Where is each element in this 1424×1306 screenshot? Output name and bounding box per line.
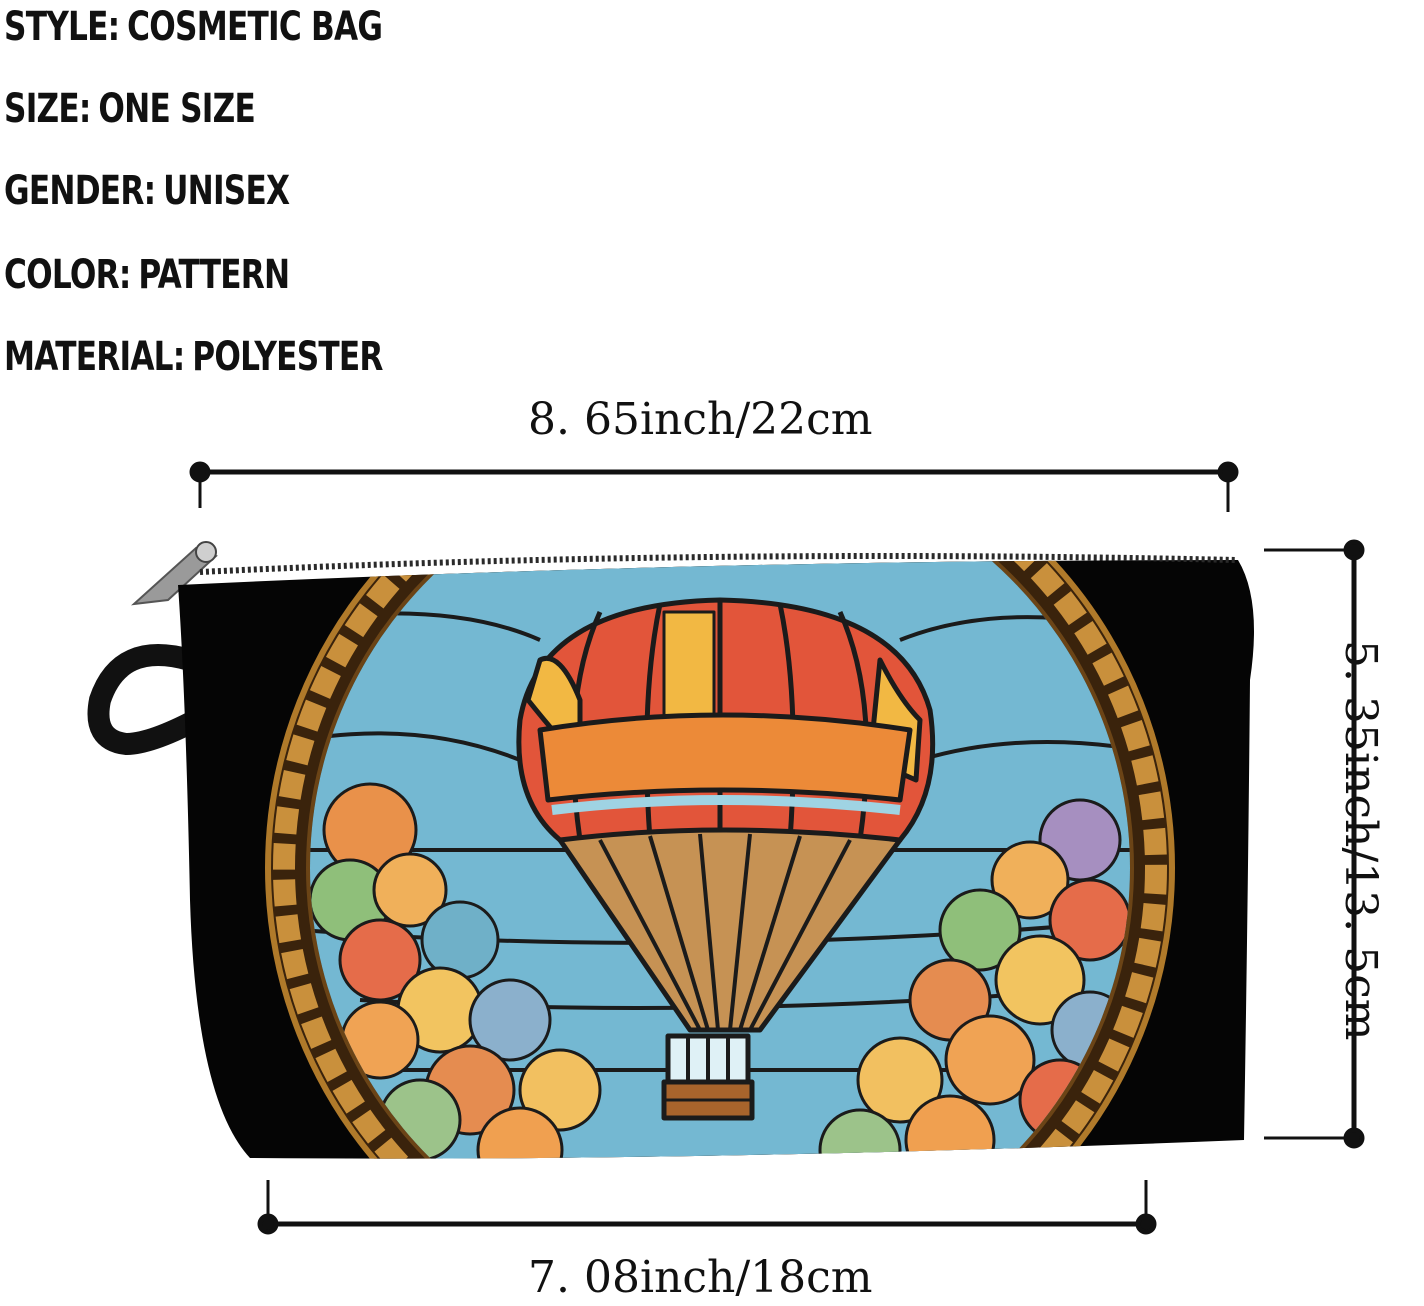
zipper-pull [131, 541, 218, 606]
spec-color: COLOR:PATTERN [4, 250, 290, 306]
spec-color-value: PATTERN [138, 252, 290, 298]
top-measure-line [189, 461, 1239, 512]
spec-material-value: POLYESTER [192, 334, 383, 380]
spec-style: STYLE:COSMETIC BAG [4, 2, 383, 58]
spec-style-label: STYLE: [4, 4, 120, 50]
spec-gender-label: GENDER: [4, 168, 156, 214]
wrist-strap [87, 644, 207, 756]
top-width-label: 8. 65inch/22cm [528, 394, 873, 445]
bottom-width-label: 7. 08inch/18cm [528, 1252, 873, 1303]
spec-style-value: COSMETIC BAG [127, 4, 383, 50]
bottom-measure-line [257, 1180, 1157, 1235]
side-measure-line [1264, 539, 1365, 1149]
hot-air-balloon [516, 597, 936, 1121]
spec-size: SIZE:ONE SIZE [4, 84, 256, 140]
spec-material-label: MATERIAL: [4, 334, 185, 380]
spec-gender-value: UNISEX [163, 168, 290, 214]
spec-gender: GENDER:UNISEX [4, 166, 290, 222]
spec-size-label: SIZE: [4, 86, 91, 132]
spec-size-value: ONE SIZE [98, 86, 255, 132]
spec-material: MATERIAL:POLYESTER [4, 332, 383, 388]
spec-color-label: COLOR: [4, 252, 131, 298]
